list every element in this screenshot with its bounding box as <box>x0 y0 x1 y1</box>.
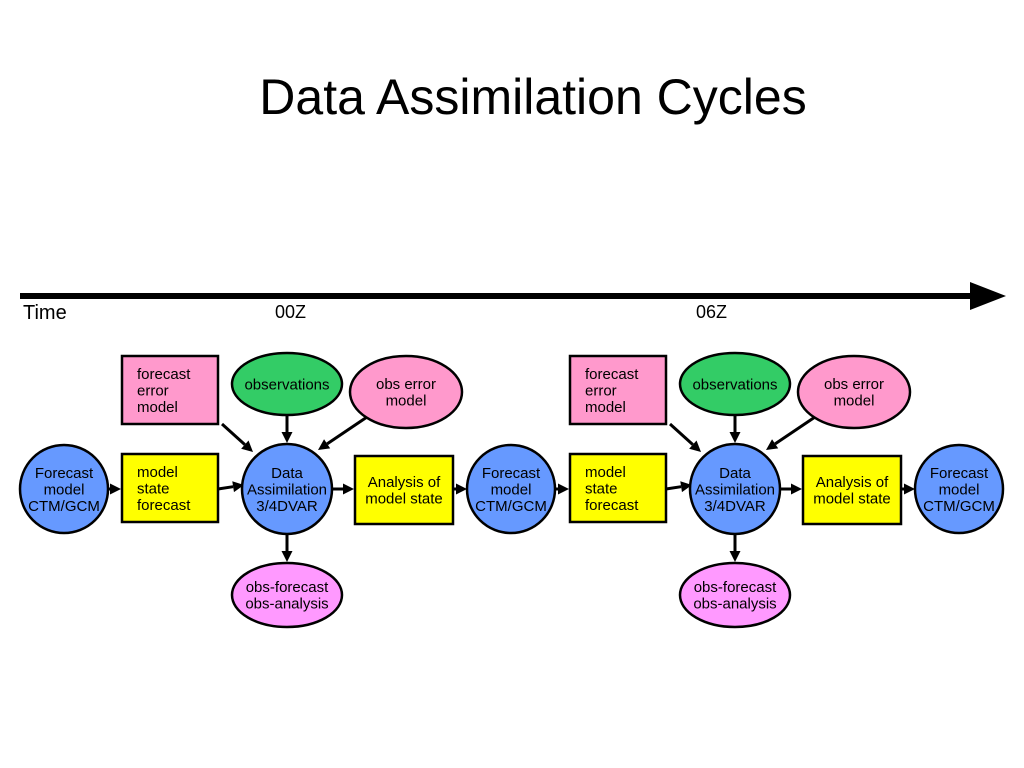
observations-node-c1: observations <box>230 351 344 417</box>
arrow-da-to-analysis-c1 <box>332 483 354 495</box>
forecast-model-node-c1-line: model <box>491 481 532 498</box>
analysis-node-c1-line: Analysis of <box>368 474 441 491</box>
timeline: Time 00Z 06Z <box>20 282 1006 324</box>
forecast-error-model-node-c2-line: model <box>585 399 626 416</box>
analysis-node-c2-line: model state <box>813 491 891 508</box>
analysis-node-c1-line: model state <box>365 491 443 508</box>
obs-error-model-node-c2-line: obs error <box>824 376 884 393</box>
arrow-error-to-da-c1 <box>220 422 253 452</box>
time-axis-label: Time <box>23 302 67 324</box>
observations-node-c2-line: observations <box>692 376 777 393</box>
model-state-forecast-node-c2-line: state <box>585 480 618 497</box>
forecast-model-node-c2-line: model <box>939 481 980 498</box>
diagnostics-node-c2-line: obs-analysis <box>693 596 776 613</box>
arrow-model-to-forecast-c2 <box>555 483 569 495</box>
forecast-model-node-start-line: CTM/GCM <box>28 498 100 515</box>
forecast-error-model-node-c1-line: error <box>137 382 169 399</box>
analysis-node-c2-line: Analysis of <box>816 474 889 491</box>
forecast-model-node-c1-line: Forecast <box>482 465 541 482</box>
time-mark-06z: 06Z <box>696 302 727 322</box>
arrow-da-to-analysis-c2 <box>780 483 802 495</box>
arrow-analysis-to-model-c2 <box>901 483 915 495</box>
data-assimilation-node-c2-line: 3/4DVAR <box>704 498 766 515</box>
arrow-error-to-da-c2 <box>668 422 701 452</box>
model-state-forecast-node-c1-line: forecast <box>137 497 191 514</box>
arrow-obs-to-da-c1 <box>281 415 293 443</box>
diagnostics-node-c1-line: obs-forecast <box>246 579 329 596</box>
obs-error-model-node-c2-line: model <box>834 393 875 410</box>
arrow-forecast-to-da-c1 <box>217 481 244 493</box>
forecast-error-model-node-c2-line: error <box>585 382 617 399</box>
arrow-da-to-diagnostics-c2 <box>729 535 741 562</box>
forecast-model-node-c1-line: CTM/GCM <box>475 498 547 515</box>
time-mark-00z: 00Z <box>275 302 306 322</box>
obs-error-model-node-c1-line: model <box>386 393 427 410</box>
arrow-obserr-to-da-c1 <box>318 413 371 450</box>
data-assimilation-node-c1-line: Data <box>271 465 303 482</box>
obs-error-model-node-c1-line: obs error <box>376 376 436 393</box>
arrow-analysis-to-model-c1 <box>453 483 467 495</box>
page-title: Data Assimilation Cycles <box>259 69 807 125</box>
arrow-da-to-diagnostics-c1 <box>281 535 293 562</box>
observations-node-c2: observations <box>678 351 792 417</box>
observations-node-c1-line: observations <box>244 376 329 393</box>
model-state-forecast-node-c1-line: state <box>137 480 170 497</box>
diagnostics-node-c2-line: obs-forecast <box>694 579 777 596</box>
forecast-model-node-c2-line: CTM/GCM <box>923 498 995 515</box>
forecast-error-model-node-c1-line: forecast <box>137 366 191 383</box>
data-assimilation-node-c2-line: Data <box>719 465 751 482</box>
arrow-forecast-to-da-c2 <box>665 481 692 493</box>
data-assimilation-node-c2-line: Assimilation <box>695 481 775 498</box>
arrow-obs-to-da-c2 <box>729 415 741 443</box>
time-axis-arrowhead <box>970 282 1006 310</box>
arrows <box>107 413 915 562</box>
data-assimilation-node-c1-line: Assimilation <box>247 481 327 498</box>
diagnostics-node-c1-line: obs-analysis <box>245 596 328 613</box>
arrow-obserr-to-da-c2 <box>766 413 819 450</box>
data-assimilation-node-c1-line: 3/4DVAR <box>256 498 318 515</box>
model-state-forecast-node-c2-line: forecast <box>585 497 639 514</box>
forecast-error-model-node-c1-line: model <box>137 399 178 416</box>
forecast-model-node-c2-line: Forecast <box>930 465 989 482</box>
forecast-model-node-start-line: model <box>44 481 85 498</box>
forecast-model-node-start-line: Forecast <box>35 465 94 482</box>
model-state-forecast-node-c2-line: model <box>585 464 626 481</box>
forecast-error-model-node-c2-line: forecast <box>585 366 639 383</box>
model-state-forecast-node-c1-line: model <box>137 464 178 481</box>
nodes: ForecastmodelCTM/GCMforecasterrormodelob… <box>18 351 1005 629</box>
